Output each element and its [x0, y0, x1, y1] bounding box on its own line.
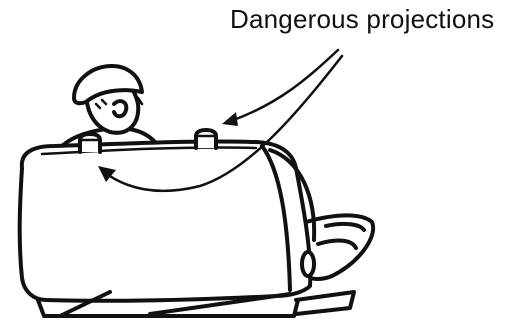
rear-seat-icon [20, 141, 373, 316]
right-projection-icon [196, 130, 216, 148]
left-projection-icon [80, 134, 100, 152]
person-icon [58, 66, 158, 150]
